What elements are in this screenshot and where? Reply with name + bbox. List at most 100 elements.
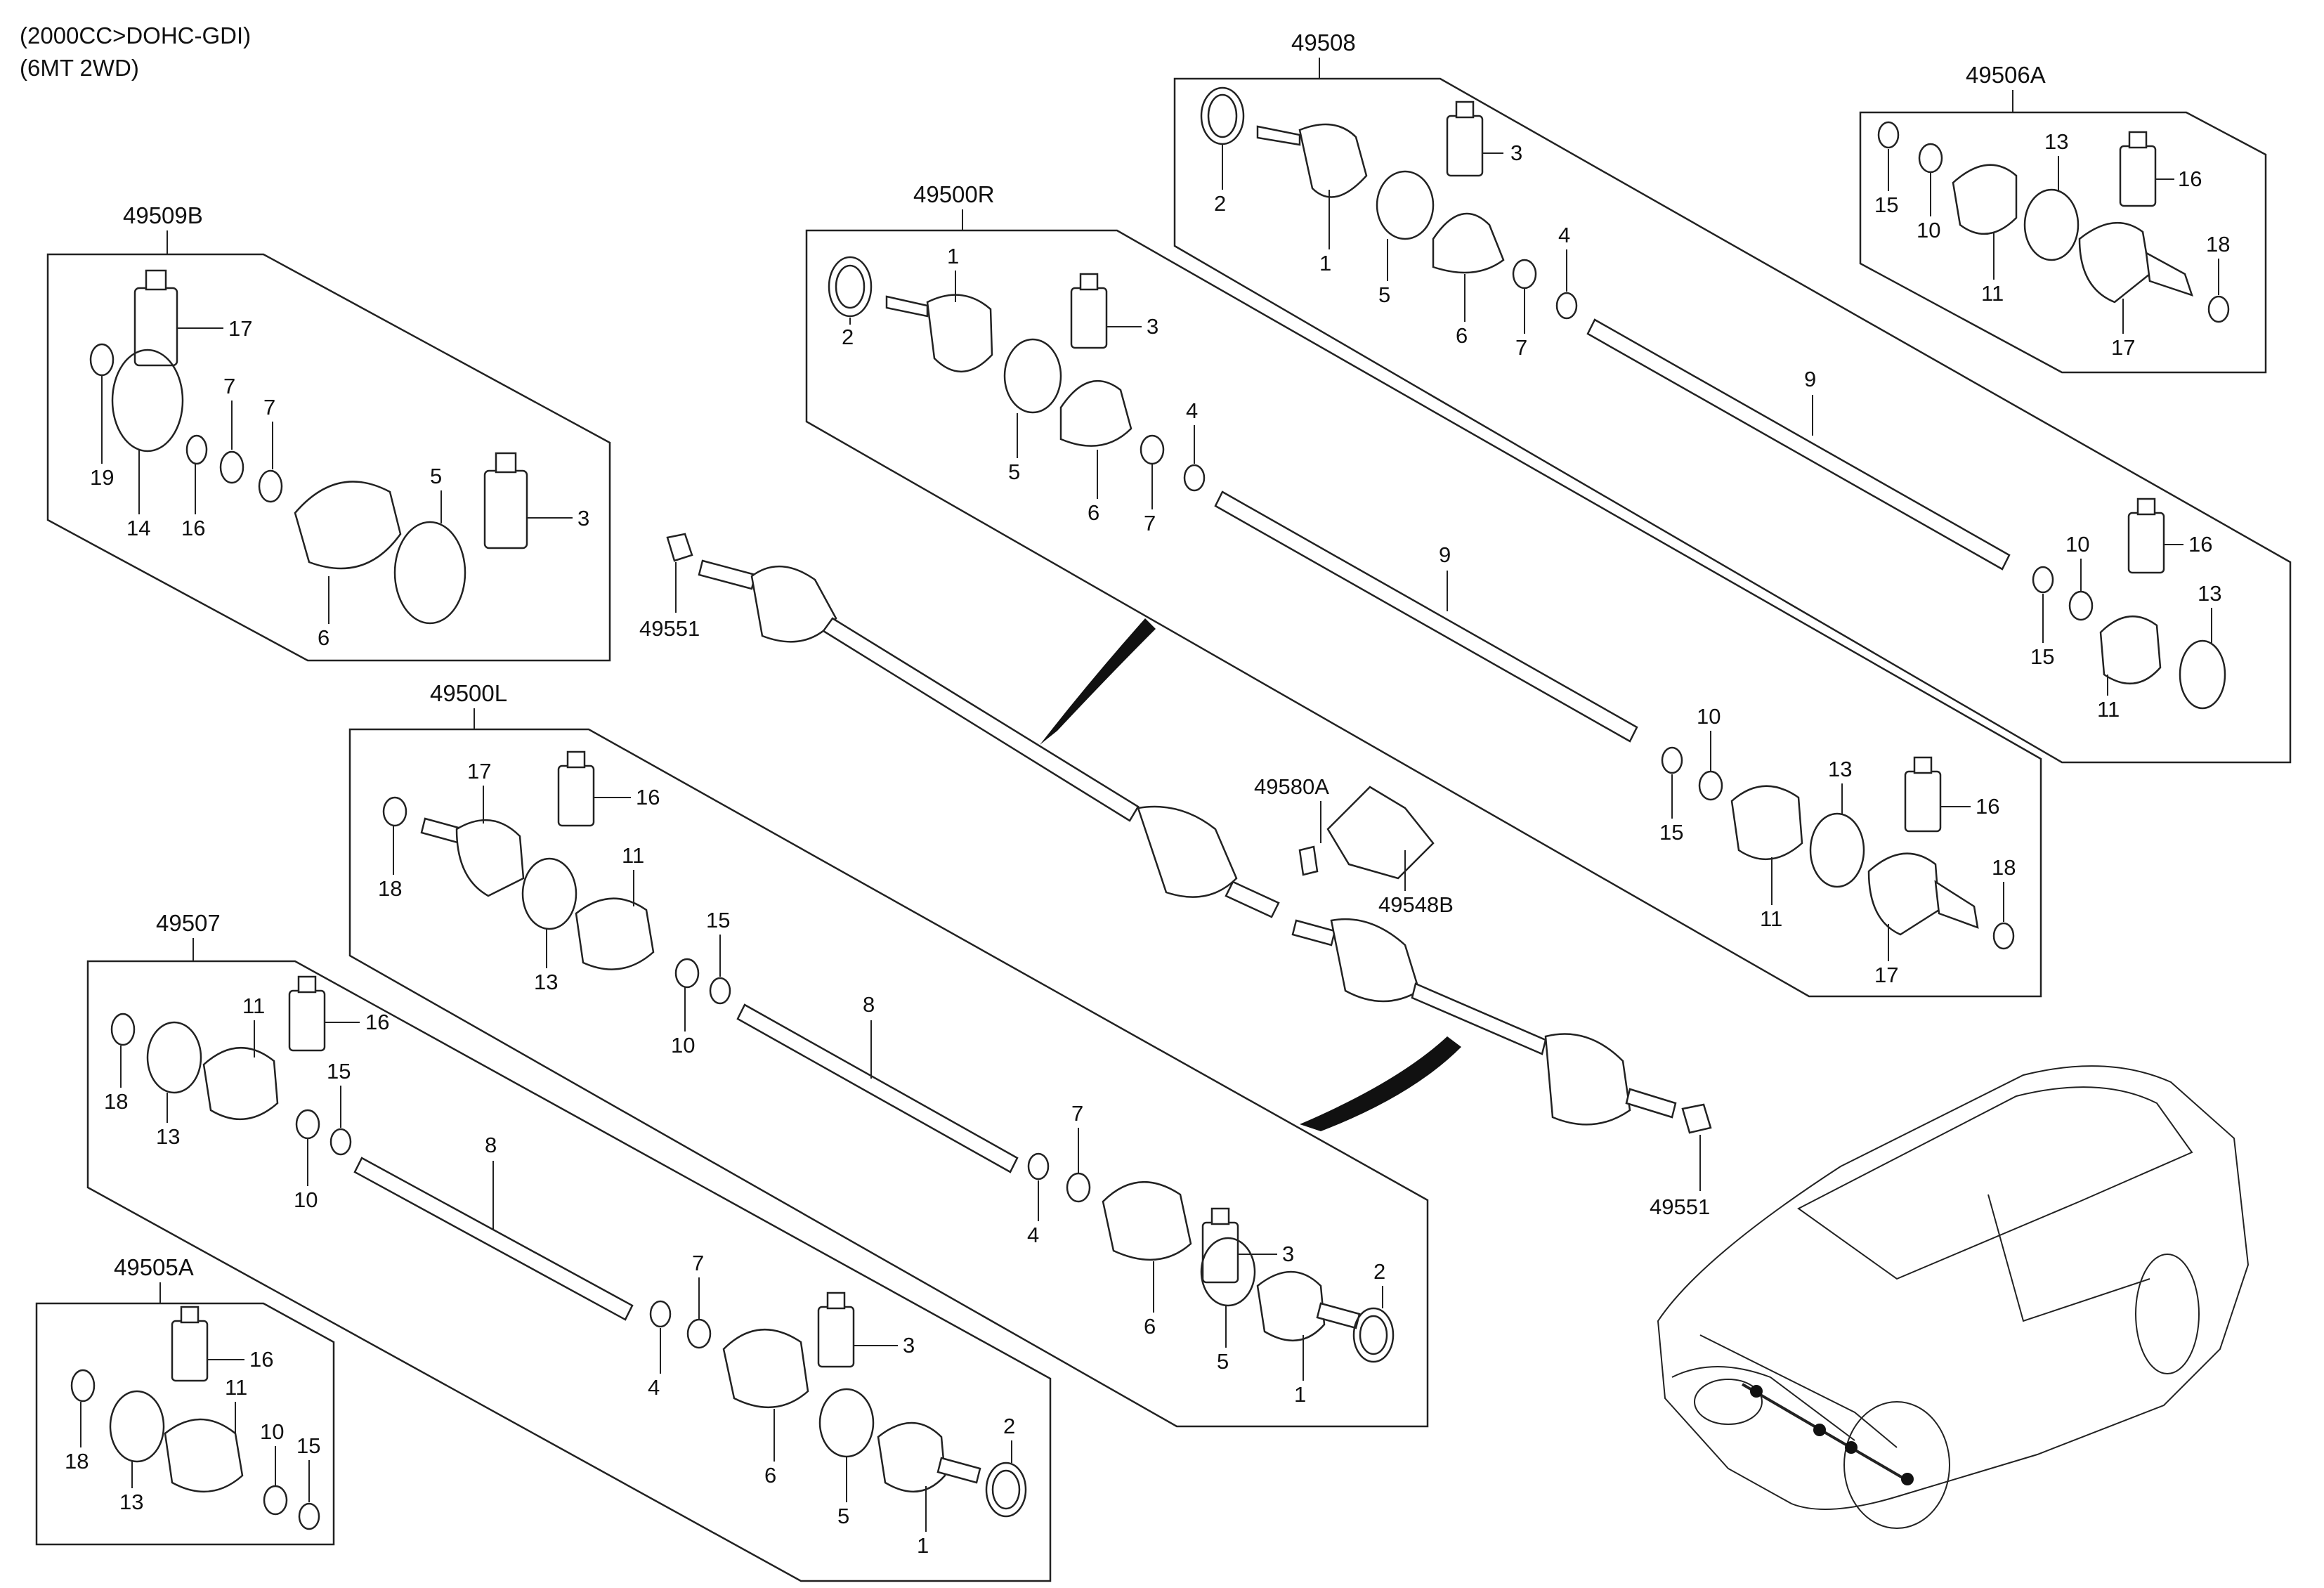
callout-10: 10: [260, 1419, 284, 1444]
callout-11: 11: [2097, 697, 2120, 722]
callout-5: 5: [1378, 282, 1390, 307]
callout-6: 6: [764, 1463, 776, 1488]
shaft-icon: [822, 617, 1140, 822]
shaft-icon: [1586, 318, 2011, 571]
callout-11: 11: [622, 843, 644, 868]
callout-13: 13: [2044, 129, 2068, 154]
tripod-housing-icon: [2078, 221, 2151, 304]
grease-tube-icon: [288, 989, 326, 1052]
callout-6: 6: [1456, 323, 1468, 348]
callout-17: 17: [467, 759, 491, 783]
callout-8: 8: [485, 1133, 497, 1157]
outer-cv-joint-icon: [926, 294, 993, 373]
callout-3: 3: [577, 506, 589, 531]
callout-18: 18: [104, 1089, 128, 1114]
callout-16: 16: [636, 785, 660, 809]
callout-3: 3: [1282, 1242, 1294, 1266]
callout-13: 13: [534, 970, 558, 994]
outer-cv-joint-icon: [877, 1421, 946, 1493]
callout-2: 2: [1214, 191, 1226, 216]
assembly-49500L: 49500L 18 17 16 13 11 10 15 8 4 7 6: [348, 680, 1429, 1428]
callout-16: 16: [2178, 167, 2202, 191]
callout-9: 9: [1439, 542, 1451, 567]
callout-10: 10: [294, 1187, 318, 1212]
callout-13: 13: [2198, 581, 2221, 606]
assembly-49509B: 49509B 17 19 14 16 7 7 6 5 3: [46, 202, 611, 662]
callout-6: 6: [318, 625, 329, 650]
callout-7: 7: [1515, 335, 1527, 360]
assembly-49508: 49508 2 1 3 5 6 7 4 9 16: [1173, 30, 2292, 764]
bracket-icon: [1326, 786, 1435, 880]
callout-7: 7: [263, 395, 275, 419]
callout-11: 11: [1760, 906, 1782, 931]
boot-icon: [1432, 212, 1505, 274]
assembly-49506A: 49506A 15 10 11 13 16 17 18: [1859, 62, 2267, 374]
assembly-title-49500R: 49500R: [913, 181, 995, 207]
shaft-icon: [1411, 982, 1547, 1055]
grease-tube-icon: [1070, 287, 1108, 349]
callout-17: 17: [2111, 335, 2135, 360]
callout-49551-top: 49551: [639, 616, 700, 641]
callout-13: 13: [156, 1124, 180, 1149]
assembly-title-49509B: 49509B: [123, 202, 203, 228]
assembly-49507: 49507 18 13 11 16 10 15 8 4 7 6 3: [86, 910, 1052, 1582]
callout-5: 5: [430, 464, 442, 488]
grease-tube-icon: [483, 469, 528, 549]
callout-6: 6: [1144, 1314, 1156, 1339]
callout-17: 17: [1874, 963, 1898, 987]
callout-5: 5: [1217, 1349, 1229, 1374]
callout-3: 3: [1147, 314, 1158, 339]
inner-joint-icon: [1330, 918, 1421, 1003]
assembly-title-49505A: 49505A: [114, 1254, 194, 1280]
grease-tube-icon: [133, 287, 178, 367]
callout-1: 1: [1294, 1382, 1306, 1407]
tripod-housing-icon: [1867, 852, 1940, 936]
callout-7: 7: [1144, 511, 1156, 535]
callout-18: 18: [65, 1449, 89, 1473]
callout-14: 14: [126, 516, 150, 540]
callout-9: 9: [1804, 367, 1816, 391]
callout-15: 15: [296, 1433, 320, 1458]
boot-icon: [1952, 164, 2018, 235]
callout-49548B: 49548B: [1378, 892, 1454, 917]
callout-5: 5: [1008, 460, 1020, 484]
inner-joint-icon: [1137, 805, 1238, 898]
clamp-icon: [1512, 259, 1537, 289]
outer-cv-joint-icon: [1298, 123, 1368, 198]
callout-16: 16: [2188, 532, 2212, 557]
bolt-icon: [1298, 845, 1319, 876]
boot-icon: [1059, 379, 1132, 447]
callout-16: 16: [1976, 794, 1999, 819]
tripod-housing-icon: [455, 819, 525, 897]
callout-11: 11: [1981, 281, 2004, 306]
callout-7: 7: [223, 374, 235, 398]
callout-16: 16: [249, 1347, 273, 1372]
main-drive-shaft-left: 49551: [1291, 918, 1712, 1219]
shaft-icon: [736, 1003, 1019, 1173]
callout-17: 17: [228, 316, 252, 341]
boot-icon: [164, 1418, 244, 1493]
shaft-icon: [1214, 490, 1638, 743]
callout-18: 18: [2206, 232, 2230, 256]
callout-15: 15: [1659, 820, 1683, 845]
vehicle-locator-illustration: [1657, 1065, 2250, 1529]
assembly-title-49506A: 49506A: [1966, 62, 2046, 88]
callout-49551-bottom: 49551: [1650, 1195, 1710, 1219]
assembly-49505A: 49505A 16 18 13 11 10 15: [35, 1254, 335, 1546]
callout-15: 15: [2030, 644, 2054, 669]
boot-icon: [722, 1329, 809, 1409]
callout-13: 13: [119, 1490, 143, 1514]
boot-icon: [575, 897, 655, 970]
callout-3: 3: [903, 1333, 915, 1358]
boot-icon: [1730, 785, 1803, 861]
assembly-title-49508: 49508: [1291, 30, 1356, 56]
grease-tube-icon: [817, 1306, 855, 1368]
boot-icon: [202, 1046, 279, 1121]
callout-2: 2: [1373, 1259, 1385, 1284]
engine-spec-label: (2000CC>DOHC-GDI): [20, 22, 251, 48]
callout-1: 1: [917, 1533, 929, 1558]
assembly-49500R: 49500R 2 1 3 5 6 7 4 9 15 10 11: [805, 181, 2042, 998]
shaft-icon: [353, 1157, 634, 1321]
callout-1: 1: [1319, 251, 1331, 275]
